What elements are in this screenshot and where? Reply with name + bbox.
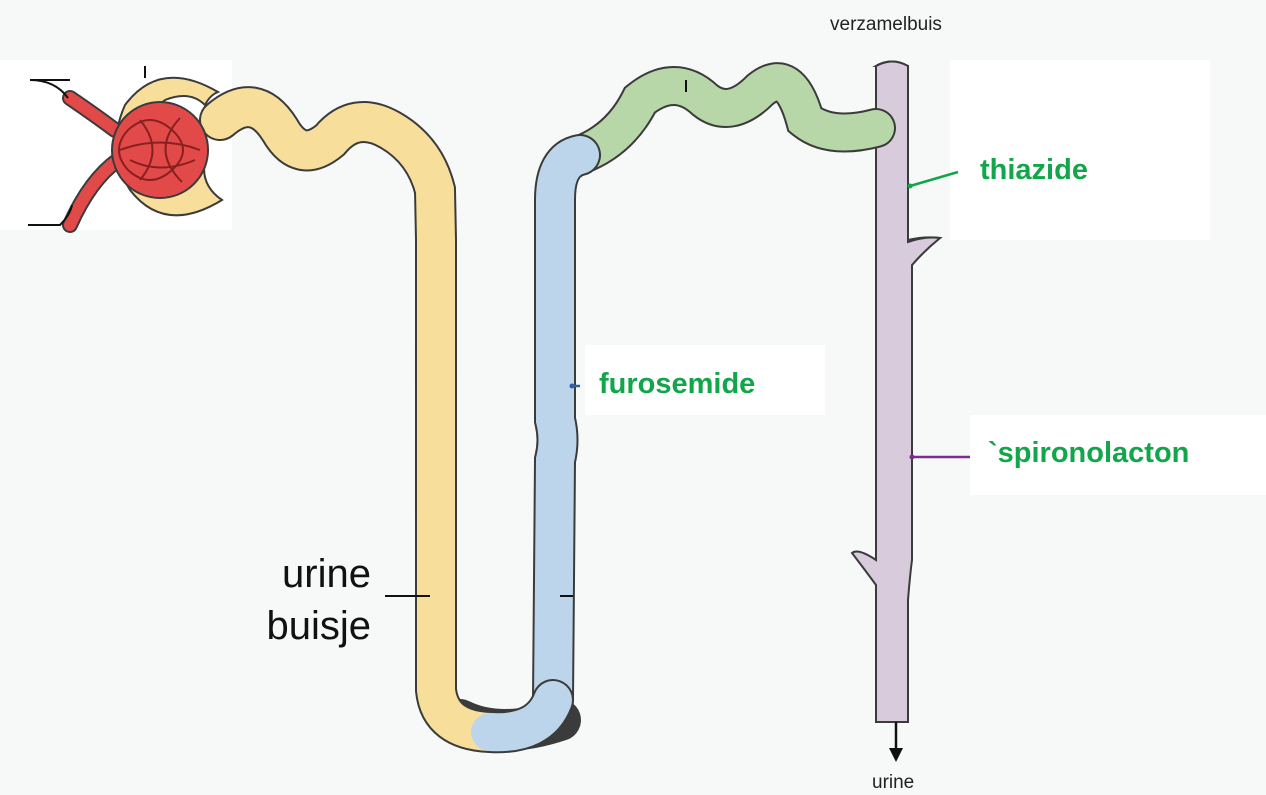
tubule-label-line2: buisje bbox=[226, 600, 371, 652]
tubule-label-line1: urine bbox=[226, 548, 371, 600]
collecting-duct-label: verzamelbuis bbox=[830, 14, 942, 36]
tubule-label: urine buisje bbox=[226, 548, 371, 652]
arrow-down-icon bbox=[889, 722, 903, 762]
label-patch bbox=[950, 60, 1210, 240]
furosemide-label: furosemide bbox=[599, 368, 755, 401]
thiazide-label: thiazide bbox=[980, 154, 1088, 187]
urine-label: urine bbox=[872, 772, 914, 794]
glomerulus bbox=[112, 102, 208, 198]
collecting-duct-body bbox=[852, 62, 940, 723]
spironolacton-label: `spironolacton bbox=[988, 437, 1189, 470]
